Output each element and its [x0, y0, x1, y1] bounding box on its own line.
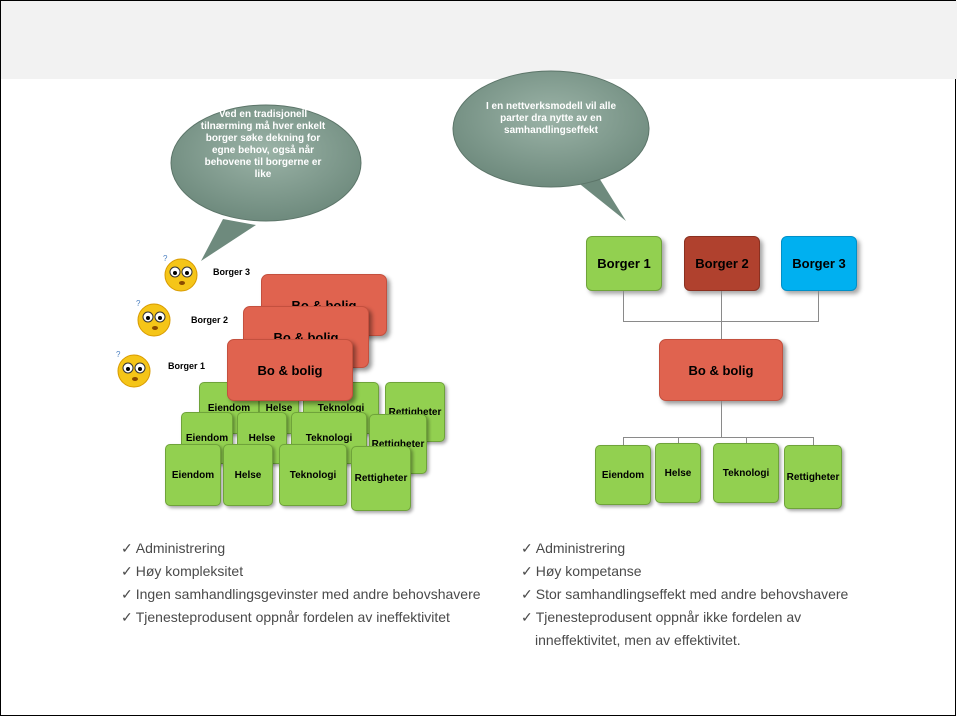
connector-line [721, 401, 722, 437]
bullet-item: ✓Høy kompleksitet [121, 563, 244, 579]
green-box-teknologi: Teknologi [713, 443, 779, 503]
borger-3-box: Borger 3 [781, 236, 857, 291]
green-box-teknologi: Teknologi [279, 444, 347, 506]
green-box-helse: Helse [223, 444, 273, 506]
check-icon: ✓ [121, 609, 133, 625]
borger-1-box: Borger 1 [586, 236, 662, 291]
right-bullet-list: ✓Administrering ✓Høy kompetanse ✓Stor sa… [521, 537, 848, 652]
bullet-item: ✓Ingen samhandlingsgevinster med andre b… [121, 586, 481, 602]
bo-bolig-box-1: Bo & bolig [227, 339, 353, 401]
left-bullet-list: ✓Administrering ✓Høy kompleksitet ✓Ingen… [121, 537, 481, 629]
connector-line [623, 291, 624, 321]
connector-line [623, 321, 819, 322]
check-icon: ✓ [521, 563, 533, 579]
confused-face-icon: ? [116, 350, 151, 388]
right-bubble-text: I en nettverksmodell vil alle parter dra… [485, 101, 617, 136]
left-speech-bubble [170, 104, 362, 261]
svg-text:?: ? [116, 350, 121, 359]
confused-face-icon: ? [136, 299, 171, 337]
bullet-item: ✓Tjenesteprodusent oppnår fordelen av in… [121, 609, 450, 625]
green-box-eiendom: Eiendom [595, 445, 651, 505]
left-bubble-text: Ved en tradisjonell tilnærming må hver e… [200, 109, 326, 180]
bullet-item: ✓Administrering [121, 540, 226, 556]
connector-line [746, 437, 747, 443]
borger-3-label: Borger 3 [213, 267, 251, 277]
check-icon: ✓ [121, 586, 133, 602]
bullet-item: ✓Tjenesteprodusent oppnår ikke fordelen … [521, 609, 802, 625]
right-speech-bubble [452, 70, 650, 221]
bullet-item: ✓Administrering [521, 540, 626, 556]
header-band [1, 1, 957, 79]
green-box-eiendom: Eiendom [165, 444, 221, 506]
svg-text:?: ? [136, 299, 141, 308]
bullet-item: ✓Stor samhandlingseffekt med andre behov… [521, 586, 849, 602]
check-icon: ✓ [521, 540, 533, 556]
bullet-item: ✓Høy kompetanse [521, 563, 642, 579]
svg-text:?: ? [163, 254, 168, 263]
connector-line [813, 437, 814, 445]
connector-line [623, 437, 624, 445]
connector-line [721, 291, 722, 339]
green-box-rettigheter: Rettigheter [351, 446, 411, 511]
check-icon: ✓ [121, 563, 133, 579]
borger-2-label: Borger 2 [191, 315, 229, 325]
bo-bolig-box: Bo & bolig [659, 339, 783, 401]
borger-1-label: Borger 1 [168, 361, 206, 371]
borger-2-box: Borger 2 [684, 236, 760, 291]
green-box-rettigheter: Rettigheter [784, 445, 842, 509]
connector-line [678, 437, 679, 443]
check-icon: ✓ [521, 586, 533, 602]
green-box-helse: Helse [655, 443, 701, 503]
connector-line [623, 437, 813, 438]
check-icon: ✓ [521, 609, 533, 625]
confused-face-icon: ? [163, 254, 198, 292]
connector-line [818, 291, 819, 321]
bullet-item-continuation: inneffektivitet, men av effektivitet. [535, 632, 741, 648]
check-icon: ✓ [121, 540, 133, 556]
